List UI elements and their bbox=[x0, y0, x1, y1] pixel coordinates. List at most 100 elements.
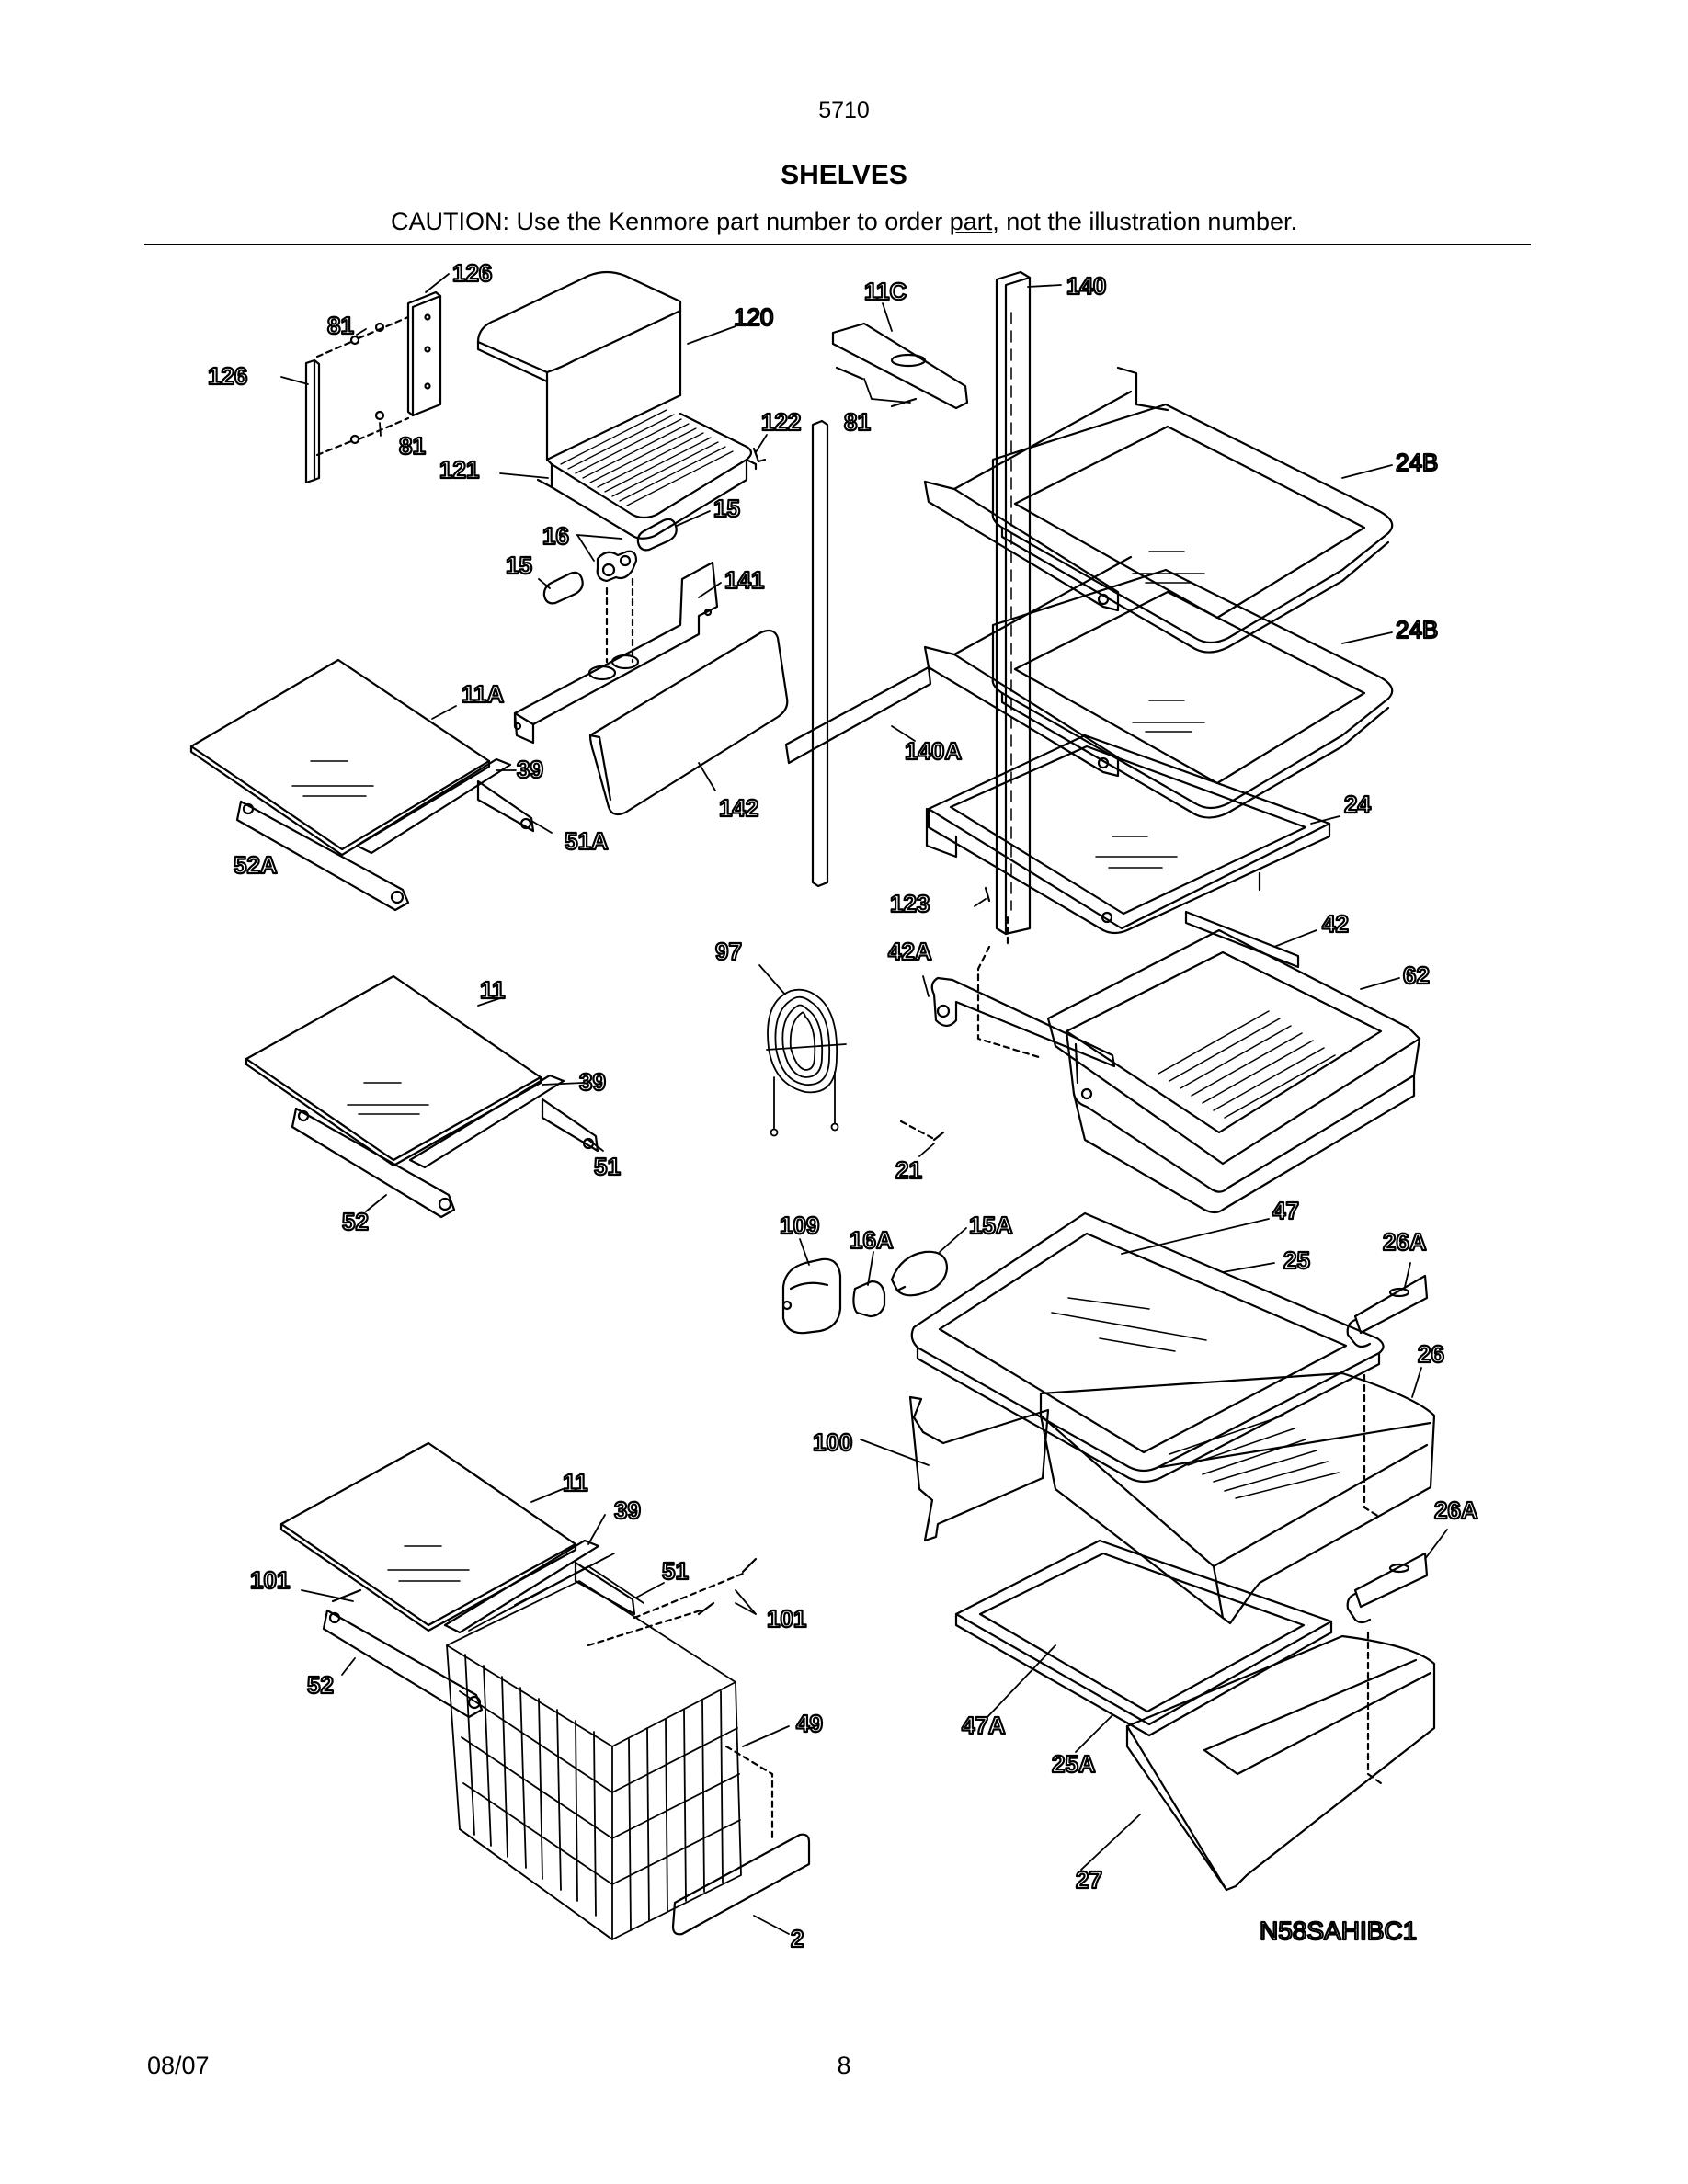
callout-24B-upper: 24B bbox=[1396, 449, 1438, 476]
caution-suffix: , not the illustration number. bbox=[992, 208, 1297, 235]
coil-97 bbox=[766, 988, 847, 1137]
callout-42: 42 bbox=[1322, 910, 1349, 938]
screw-123 bbox=[984, 886, 991, 903]
bulb-15A bbox=[890, 1250, 949, 1297]
callout-11C: 11C bbox=[864, 278, 907, 305]
rail-52A bbox=[235, 800, 410, 912]
callout-27: 27 bbox=[1076, 1866, 1102, 1894]
callout-39-middle: 39 bbox=[579, 1068, 606, 1096]
callout-51A: 51A bbox=[565, 827, 609, 855]
rail-51-lower bbox=[574, 1561, 636, 1616]
bulb-15-upper bbox=[636, 518, 678, 552]
callout-81-right: 81 bbox=[844, 408, 871, 436]
pan-62 bbox=[1046, 928, 1421, 1214]
drawer-26 bbox=[1039, 1371, 1436, 1625]
shelf-24B-lower bbox=[991, 568, 1394, 819]
socket-16 bbox=[596, 550, 638, 583]
page-number: 8 bbox=[837, 2052, 851, 2079]
callout-81-bottom: 81 bbox=[399, 432, 426, 460]
rail-140 bbox=[995, 270, 1032, 936]
callout-26A-lower: 26A bbox=[1434, 1496, 1478, 1524]
callout-122: 122 bbox=[761, 408, 801, 436]
callout-140A: 140A bbox=[905, 737, 962, 765]
bracket-26A-upper bbox=[1346, 1274, 1429, 1348]
shelf-120 bbox=[476, 270, 758, 540]
leader-lines bbox=[280, 273, 1448, 1935]
callout-26: 26 bbox=[1418, 1340, 1444, 1368]
drawer-27 bbox=[1125, 1631, 1436, 1892]
callout-26A-upper: 26A bbox=[1383, 1228, 1427, 1256]
callout-101-left: 101 bbox=[250, 1566, 290, 1594]
screws-101-right bbox=[587, 1557, 758, 1647]
screws-81-right bbox=[835, 366, 918, 408]
callout-11-middle: 11 bbox=[480, 976, 506, 1004]
callout-47: 47 bbox=[1272, 1197, 1299, 1224]
shelf-11-middle bbox=[245, 974, 542, 1167]
callout-25A: 25A bbox=[1052, 1750, 1096, 1778]
callout-47A: 47A bbox=[962, 1712, 1006, 1739]
rail-140A-strip bbox=[811, 419, 829, 888]
callout-97: 97 bbox=[715, 938, 742, 965]
callout-21: 21 bbox=[895, 1156, 922, 1184]
model-number: 5710 bbox=[818, 97, 870, 123]
rail-51-middle bbox=[541, 1098, 599, 1153]
callout-11A: 11A bbox=[462, 680, 504, 708]
shelf-11-lower bbox=[279, 1441, 577, 1632]
callout-39-lower: 39 bbox=[614, 1496, 641, 1524]
trim-39-lower bbox=[443, 1539, 600, 1634]
shelf-24 bbox=[925, 734, 1331, 935]
crisper-cover-25 bbox=[910, 1211, 1385, 1484]
callout-11-lower: 11 bbox=[563, 1469, 588, 1496]
callout-15-lower: 15 bbox=[506, 552, 532, 579]
clip-122 bbox=[752, 447, 767, 463]
callout-100: 100 bbox=[813, 1428, 852, 1456]
caution-prefix: CAUTION: Use the Kenmore part number to … bbox=[391, 208, 950, 235]
light-cover-142 bbox=[588, 629, 789, 816]
socket-16A bbox=[852, 1280, 886, 1318]
rail-52-middle bbox=[291, 1107, 456, 1219]
callout-15-upper: 15 bbox=[713, 495, 740, 522]
caution-link-word: part bbox=[949, 208, 993, 235]
callout-2: 2 bbox=[791, 1925, 804, 1952]
trim-39-upper bbox=[355, 757, 512, 855]
callout-52-lower: 52 bbox=[307, 1671, 334, 1699]
crisper-cover-25A bbox=[954, 1539, 1333, 1737]
callout-142: 142 bbox=[719, 794, 758, 822]
screw-21 bbox=[899, 1120, 945, 1142]
caution-note: CAUTION: Use the Kenmore part number to … bbox=[0, 208, 1688, 236]
callout-120: 120 bbox=[734, 303, 773, 331]
header-rule bbox=[144, 244, 1531, 245]
rail-140A bbox=[784, 665, 932, 765]
callout-24B-lower: 24B bbox=[1396, 616, 1438, 643]
bracket-126-right bbox=[406, 290, 442, 417]
rail-51A bbox=[476, 779, 535, 833]
callout-123: 123 bbox=[890, 890, 930, 917]
callout-49: 49 bbox=[796, 1710, 823, 1737]
panel-100 bbox=[908, 1395, 1050, 1542]
rail-42 bbox=[1184, 910, 1300, 969]
bulb-15-lower bbox=[542, 571, 584, 605]
callout-140: 140 bbox=[1066, 272, 1106, 300]
callout-126-top: 126 bbox=[452, 259, 492, 287]
callout-25: 25 bbox=[1283, 1246, 1310, 1274]
footer-date: 08/07 bbox=[147, 2052, 210, 2079]
callout-51-lower: 51 bbox=[662, 1557, 689, 1585]
housing-109 bbox=[781, 1257, 842, 1335]
callout-121: 121 bbox=[439, 456, 479, 483]
bracket-141 bbox=[513, 561, 719, 745]
shelf-24B-upper-bracket bbox=[923, 366, 1169, 612]
callout-39-upper: 39 bbox=[517, 756, 543, 783]
bracket-11C bbox=[831, 322, 969, 410]
callout-101-right: 101 bbox=[767, 1605, 806, 1632]
screw-101-left bbox=[331, 1588, 362, 1603]
bracket-126-left bbox=[304, 358, 321, 484]
callout-52-middle: 52 bbox=[342, 1208, 369, 1235]
trim-2 bbox=[671, 1833, 811, 1936]
callout-42A: 42A bbox=[888, 938, 932, 965]
callout-16A: 16A bbox=[850, 1226, 894, 1254]
callout-24: 24 bbox=[1344, 791, 1371, 818]
callout-52A: 52A bbox=[234, 851, 278, 879]
page-title: SHELVES bbox=[781, 160, 907, 190]
callout-16: 16 bbox=[542, 522, 569, 550]
